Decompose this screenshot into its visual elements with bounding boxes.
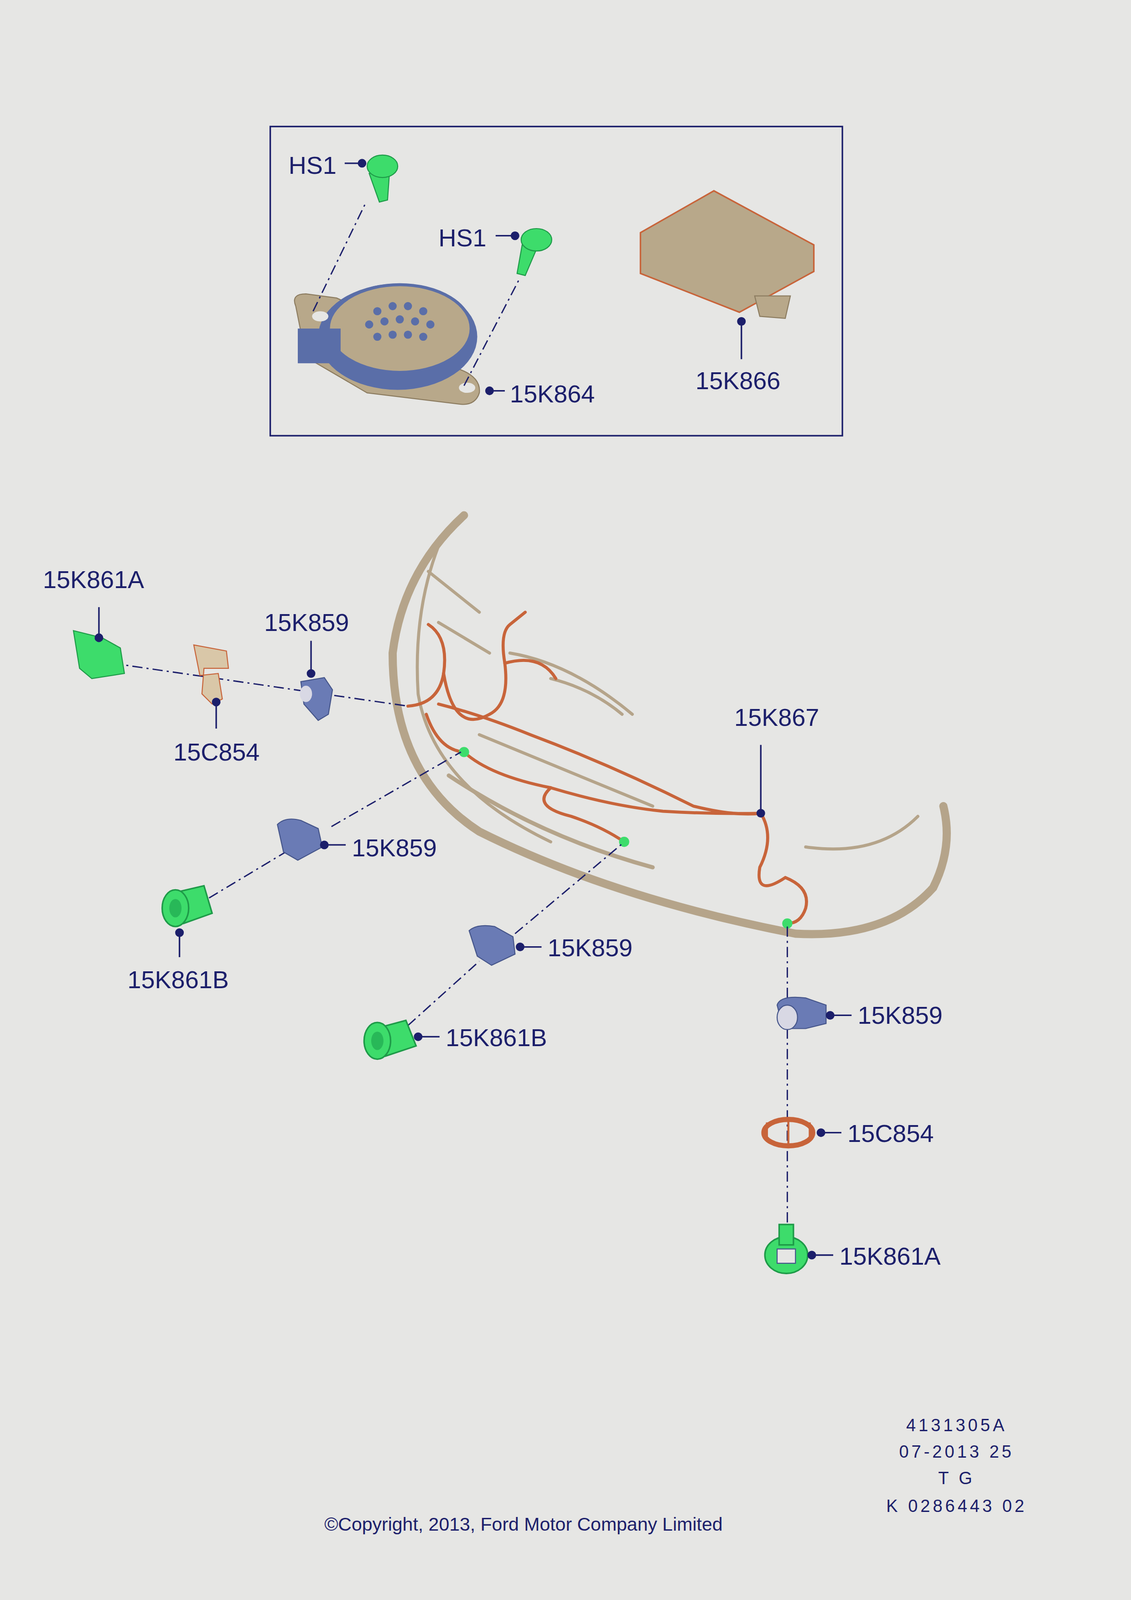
callout-number: 15K859 (857, 1002, 943, 1028)
drawing-code: T G (938, 1468, 976, 1487)
callout-number: 15K864 (509, 381, 595, 406)
drawing-code: 4131305A (906, 1416, 1007, 1434)
callout-number: 15K861B (445, 1024, 547, 1050)
callout-number: 15K866 (695, 368, 781, 393)
callout-number: 15K867 (734, 704, 820, 730)
callout-number: 15K859 (264, 609, 349, 635)
callout-number: 15K859 (352, 835, 437, 860)
callout-number: 15K859 (547, 934, 633, 960)
copyright-note: ©Copyright, 2013, Ford Motor Company Lim… (324, 1514, 723, 1533)
drawing-code: K 0286443 02 (886, 1496, 1028, 1515)
callout-number: 15C854 (173, 739, 260, 764)
callout-number: 15K861A (839, 1243, 941, 1268)
callout-number: 15K861B (127, 966, 229, 992)
callout-number: 15C854 (847, 1120, 934, 1146)
callout-number: 15K861A (42, 566, 145, 592)
callout-number: HS1 (438, 225, 487, 250)
drawing-code: 07-2013 25 (898, 1442, 1014, 1460)
callout-number: HS1 (288, 152, 337, 178)
